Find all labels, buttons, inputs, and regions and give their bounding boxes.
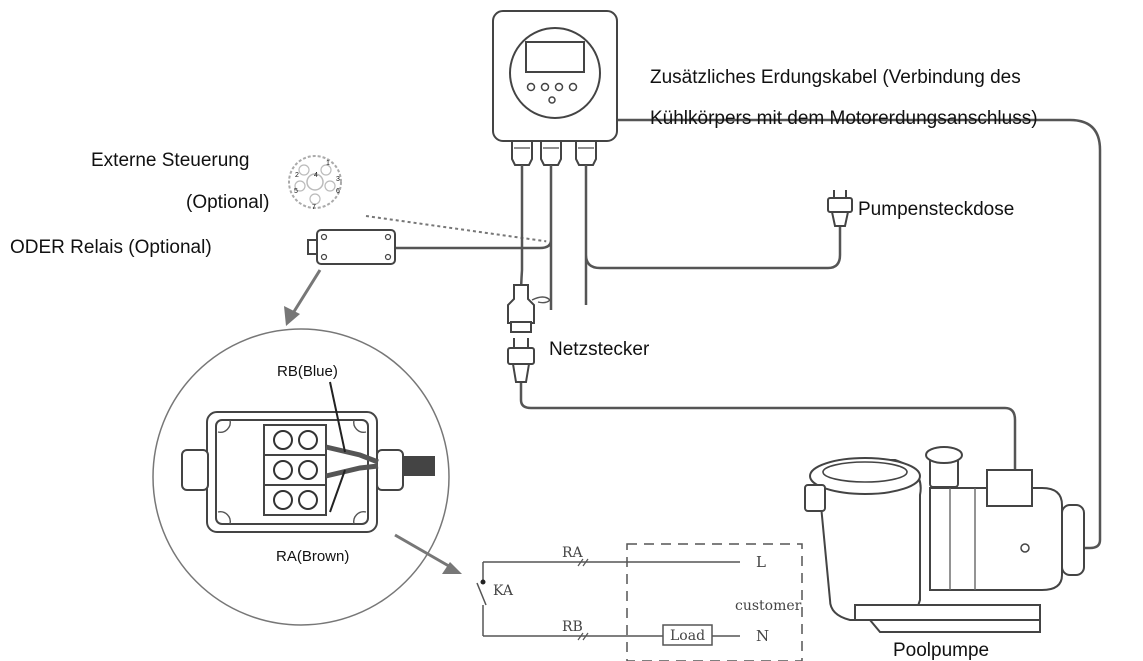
relay-box [307,229,396,265]
pin-label: 2 [295,172,299,179]
ground-cable-label-line2: Kühlkörpers mit dem Motorerdungsanschlus… [650,108,1038,129]
pump-socket-label: Pumpensteckdose [858,199,1014,220]
zoom-arrow [284,269,322,326]
pin-label: 3 [336,176,340,183]
pool-pump-label: Poolpumpe [893,640,989,661]
schematic-rb: RB [562,619,583,635]
schematic-ka: KA [493,583,514,599]
ground-cable-label-line1: Zusätzliches Erdungskabel (Verbindung de… [650,67,1021,88]
schematic-customer: customer [735,598,802,614]
schematic-arrow [394,533,462,574]
relay-zoom-circle: RB(Blue) RA(Brown) [152,328,450,626]
external-connector: 1 2 3 4 5 6 7 [288,155,342,211]
load-box [662,624,713,646]
schematic-load: Load [670,628,705,644]
pump-controller [492,10,618,296]
relay-cable [395,239,553,310]
pin-label: 7 [312,204,316,211]
pin-label: 1 [326,160,330,167]
wires [365,118,1102,550]
pool-pump [804,446,1085,633]
pin-label: 4 [314,172,318,179]
ra-wire-label: RA(Brown) [276,548,349,565]
cable-glands [511,140,597,296]
mains-plug [507,284,551,383]
external-control-dotted-line [365,215,547,243]
external-control-label-line2: (Optional) [186,192,269,213]
pump-socket-cable [584,225,842,305]
mains-to-pump-cable [519,382,1017,470]
ground-cable [618,118,1102,550]
pin-label: 5 [294,188,298,195]
relay-schematic: RA RB KA L N customer Load [476,543,803,661]
rb-wire-label: RB(Blue) [277,363,338,380]
external-control-label-line1: Externe Steuerung [91,150,249,171]
schematic-n: N [756,627,769,645]
pin-label: 6 [336,188,340,195]
schematic-ra: RA [562,545,584,561]
schematic-l: L [756,553,766,571]
mains-plug-label: Netzstecker [549,339,650,360]
relay-label: ODER Relais (Optional) [10,237,212,258]
pump-socket-plug [827,190,853,227]
